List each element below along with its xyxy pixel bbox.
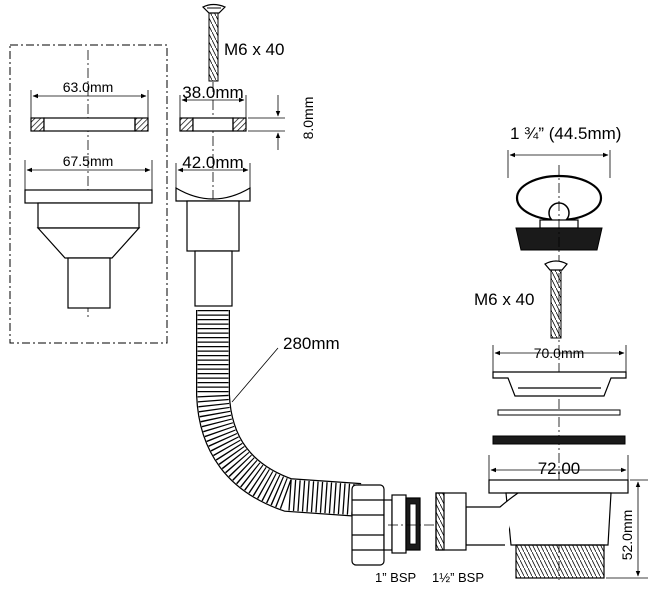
compression-nut	[351, 484, 393, 566]
washer-center-label: 38.0mm	[182, 83, 243, 102]
rubber-seal	[492, 435, 626, 445]
dashed-frame	[9, 44, 168, 344]
threaded-coupler	[391, 494, 421, 554]
waste-body	[435, 479, 629, 579]
screw-right	[544, 260, 568, 339]
washer-thickness-label: 8.0mm	[300, 97, 316, 140]
washer-left	[30, 117, 149, 132]
waste-assembly: 1 ¾” (44.5mm) M6 x 40 70.0mm	[432, 124, 648, 585]
thread-1-label: 1” BSP	[375, 570, 416, 585]
flange-left-label: 67.5mm	[63, 153, 114, 169]
flange-center-label: 42.0mm	[182, 153, 243, 172]
hose-leader	[231, 347, 279, 403]
washer-outer-left-label: 63.0mm	[63, 79, 114, 95]
flange-part-center	[175, 186, 251, 307]
body-height-label: 52.0mm	[619, 510, 635, 561]
hose-length-label: 280mm	[283, 334, 340, 353]
flexible-hose	[196, 310, 362, 517]
plug-size-label: 1 ¾” (44.5mm)	[510, 124, 621, 143]
grate-width-label: 70.0mm	[534, 345, 585, 361]
flange-part-left	[24, 189, 153, 309]
screw-right-label: M6 x 40	[474, 290, 534, 309]
thread-2-label: 1½” BSP	[432, 570, 484, 585]
alternative-parts-panel: 63.0mm 67.5mm	[9, 44, 168, 344]
body-width-label: 72.00	[538, 459, 581, 478]
center-column: M6 x 40 38.0mm 8.0mm 42.0mm	[175, 3, 440, 585]
strainer-grate	[492, 371, 627, 397]
screw-top-label: M6 x 40	[224, 40, 284, 59]
washer-center	[179, 117, 247, 132]
screw-top	[201, 3, 227, 82]
thin-washer	[497, 409, 621, 416]
